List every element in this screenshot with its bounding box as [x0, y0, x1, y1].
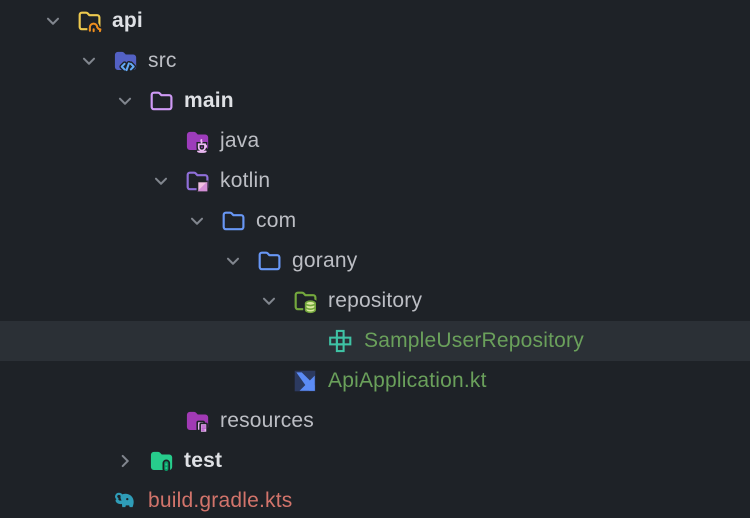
- gradle-file-icon: [112, 481, 148, 518]
- tree-item-label: api: [112, 9, 143, 32]
- tree-item-label: resources: [220, 409, 315, 432]
- tree-item-build-gradle-kts[interactable]: build.gradle.kts: [0, 481, 750, 518]
- plus-squares-icon: [328, 321, 364, 361]
- tree-item-label: main: [184, 89, 234, 112]
- tree-item-java[interactable]: java: [0, 121, 750, 161]
- tree-item-label: gorany: [292, 249, 358, 272]
- tree-item-label: src: [148, 49, 177, 72]
- tree-item-kotlin[interactable]: kotlin: [0, 161, 750, 201]
- tree-item-src[interactable]: src: [0, 41, 750, 81]
- tree-item-label: repository: [328, 289, 423, 312]
- chevron-spacer: [256, 361, 292, 401]
- java-folder-icon: [184, 121, 220, 161]
- tree-item-label: build.gradle.kts: [148, 489, 293, 512]
- blue-folder-icon: [256, 241, 292, 281]
- chevron-down-icon[interactable]: [76, 41, 112, 81]
- tree-item-label: com: [256, 209, 297, 232]
- test-folder-icon: [148, 441, 184, 481]
- chevron-spacer: [292, 321, 328, 361]
- chevron-down-icon[interactable]: [220, 241, 256, 281]
- tree-item-gorany[interactable]: gorany: [0, 241, 750, 281]
- repository-folder-icon: [292, 281, 328, 321]
- tree-item-resources[interactable]: resources: [0, 401, 750, 441]
- tree-item-test[interactable]: test: [0, 441, 750, 481]
- tree-item-repository[interactable]: repository: [0, 281, 750, 321]
- tree-item-com[interactable]: com: [0, 201, 750, 241]
- kotlin-folder-icon: [184, 161, 220, 201]
- chevron-right-icon[interactable]: [112, 441, 148, 481]
- kotlin-file-icon: [292, 361, 328, 401]
- tree-item-label: SampleUserRepository: [364, 329, 584, 352]
- chevron-down-icon[interactable]: [256, 281, 292, 321]
- chevron-spacer: [148, 121, 184, 161]
- chevron-down-icon[interactable]: [148, 161, 184, 201]
- chevron-down-icon[interactable]: [40, 1, 76, 41]
- chevron-down-icon[interactable]: [184, 201, 220, 241]
- tree-item-label: test: [184, 449, 223, 472]
- blue-folder-icon: [220, 201, 256, 241]
- tree-item-api[interactable]: api: [0, 1, 750, 41]
- tree-item-label: ApiApplication.kt: [328, 369, 487, 392]
- chevron-down-icon[interactable]: [112, 81, 148, 121]
- resources-folder-icon: [184, 401, 220, 441]
- gradle-module-folder-icon: [76, 1, 112, 41]
- tree-item-label: java: [220, 129, 260, 152]
- tree-item-apiapplication-kt[interactable]: ApiApplication.kt: [0, 361, 750, 401]
- tree-item-label: kotlin: [220, 169, 271, 192]
- chevron-spacer: [76, 481, 112, 518]
- tree-item-sampleuserrepository[interactable]: SampleUserRepository: [0, 321, 750, 361]
- chevron-spacer: [148, 401, 184, 441]
- lavender-folder-icon: [148, 81, 184, 121]
- sources-root-folder-icon: [112, 41, 148, 81]
- tree-item-main[interactable]: main: [0, 81, 750, 121]
